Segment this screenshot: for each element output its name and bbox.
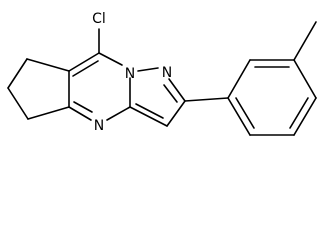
bond-ar6-ar1-inner <box>235 97 255 129</box>
atom-label-cl: Cl <box>92 11 106 27</box>
bond-ar6-ar1 <box>227 97 251 136</box>
bond-c8-c8a <box>68 52 100 72</box>
bond-c8-n-bridge <box>98 52 123 66</box>
bond-c8a-cp1 <box>26 58 70 72</box>
bond-ar4-ar5 <box>293 97 317 136</box>
bonds <box>7 21 317 136</box>
bond-ar3-methyl <box>293 21 317 61</box>
bond-c8-c8a-inner <box>72 60 99 77</box>
bond-cp2-cp3 <box>7 87 29 120</box>
bond-n4-c5a <box>68 106 92 121</box>
bond-c2-c3 <box>166 100 186 127</box>
atom-label-n-bridge: N <box>125 66 135 82</box>
bond-ar4-ar5-inner <box>289 97 309 129</box>
atom-labels: Cl N N N <box>92 11 172 134</box>
bond-cp3-c5a <box>27 106 70 120</box>
bond-n2-c2-inner <box>163 84 178 103</box>
bond-n-bridge-n2 <box>137 67 159 72</box>
bond-c2-aryl <box>184 97 229 102</box>
bond-c3a-n4 <box>106 106 131 121</box>
bond-n2-c2 <box>168 78 186 102</box>
bond-c3-c3a-inner <box>135 103 164 119</box>
bond-n4-c5a-inner <box>73 101 93 113</box>
bond-ar1-ar2 <box>227 59 251 99</box>
atom-label-n-pyrazole: N <box>162 65 172 81</box>
chemical-structure: Cl N N N <box>7 11 317 136</box>
bond-cp1-cp2 <box>7 58 28 89</box>
bond-ar3-ar4 <box>293 59 317 99</box>
bond-c3-c3a <box>129 106 168 127</box>
atom-label-n-pyrimidine: N <box>94 118 104 134</box>
